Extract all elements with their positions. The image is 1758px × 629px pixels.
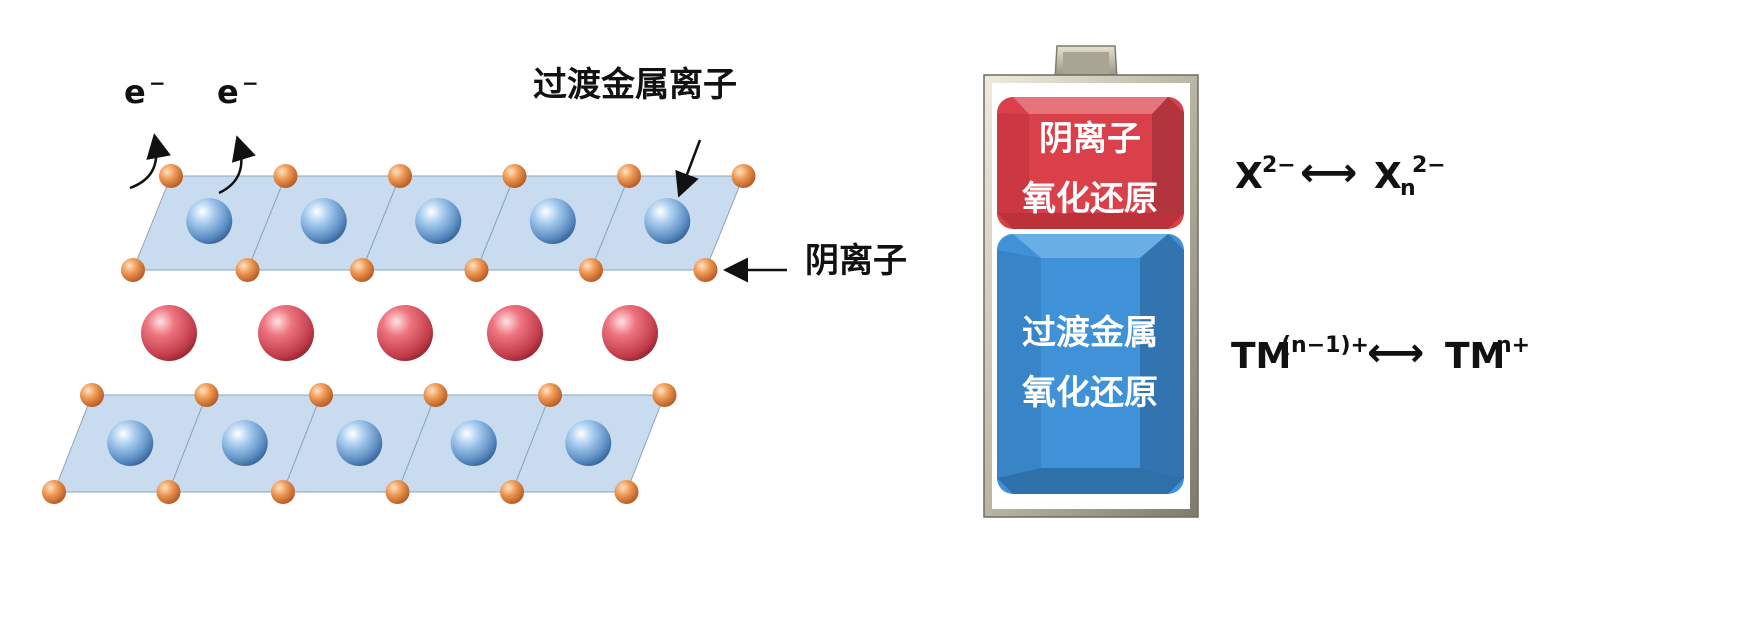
anion-atom	[464, 258, 489, 282]
intercalated-cation	[487, 305, 543, 361]
battery-top-line1: 阴离子	[1039, 119, 1141, 159]
electron-2-charge: −	[242, 71, 259, 95]
eq2-arrow: ⟷	[1367, 330, 1424, 376]
anion-atom	[617, 164, 641, 188]
transition-metal-ion	[300, 198, 347, 244]
intercalated-cation	[141, 305, 197, 361]
layered-crystal	[42, 164, 756, 504]
electron-2-arrow	[218, 135, 256, 195]
transition-metal-ion	[221, 420, 268, 466]
electron-2-label: e	[217, 73, 239, 111]
electron-2: e −	[217, 71, 259, 195]
transition-metal-ion	[336, 420, 383, 466]
transition-metal-ion	[644, 198, 691, 244]
eq1-left-base: X	[1235, 156, 1263, 197]
eq1-arrow: ⟷	[1300, 150, 1357, 196]
anion-atom	[194, 383, 219, 407]
anion-atom	[385, 480, 410, 504]
transition-metal-ion	[565, 420, 612, 466]
eq1-left-sup: 2−	[1262, 153, 1296, 178]
anion-atom	[271, 480, 295, 504]
intercalated-cation	[602, 305, 658, 361]
eq1-right-sup: 2−	[1412, 153, 1446, 178]
transition-metal-ion	[529, 198, 576, 244]
anion-atom	[121, 258, 145, 282]
eq2-left-sup: (n−1)+	[1281, 333, 1369, 358]
electron-1: e −	[124, 71, 171, 190]
anion-atom	[731, 164, 756, 188]
battery-top-line2: 氧化还原	[1022, 179, 1158, 219]
battery: 阴离子 氧化还原 过渡金属 氧化还原	[983, 45, 1199, 518]
transition-metal-ion	[450, 420, 497, 466]
battery-bottom-line2: 氧化还原	[1022, 373, 1158, 413]
anion-atom	[500, 480, 524, 504]
anion-atom	[423, 383, 448, 407]
transition-metal-ion	[107, 420, 154, 466]
anion-atom	[579, 258, 603, 282]
anion-atom	[652, 383, 677, 407]
transition-metal-ion-label: 过渡金属离子	[533, 65, 737, 105]
anion-atom	[502, 164, 527, 188]
eq1-right-sub: n	[1400, 176, 1416, 201]
intercalated-cation	[258, 305, 314, 361]
eq2-right-sup: n+	[1496, 333, 1530, 358]
anion-atom	[693, 258, 718, 282]
tm-redox-equation: TM (n−1)+ ⟷ TM n+	[1231, 330, 1530, 377]
anion-label: 阴离子	[805, 241, 907, 281]
anion-redox-equation: X 2− ⟷ X n 2−	[1235, 150, 1446, 201]
electron-1-charge: −	[149, 71, 166, 95]
anion-atom	[235, 258, 260, 282]
anion-atom	[159, 164, 183, 188]
anion-atom	[42, 480, 66, 504]
transition-metal-arrow	[675, 139, 702, 198]
anion-atom	[388, 164, 412, 188]
eq2-left-base: TM	[1231, 336, 1291, 377]
eq1-right-base: X	[1374, 156, 1402, 197]
anion-atom	[80, 383, 104, 407]
battery-top-block: 阴离子 氧化还原	[997, 97, 1184, 229]
anion-atom	[309, 383, 333, 407]
transition-metal-ion	[415, 198, 462, 244]
transition-metal-ion	[186, 198, 233, 244]
eq2-right-base: TM	[1445, 336, 1505, 377]
intercalated-cation	[377, 305, 433, 361]
anion-atom	[350, 258, 374, 282]
anion-atom	[156, 480, 181, 504]
battery-bottom-line1: 过渡金属	[1022, 313, 1158, 353]
anion-atom	[538, 383, 562, 407]
battery-bottom-block: 过渡金属 氧化还原	[997, 234, 1184, 494]
electron-1-label: e	[124, 73, 146, 111]
anion-atom	[273, 164, 298, 188]
anion-atom	[614, 480, 639, 504]
electron-1-arrow	[129, 133, 171, 190]
